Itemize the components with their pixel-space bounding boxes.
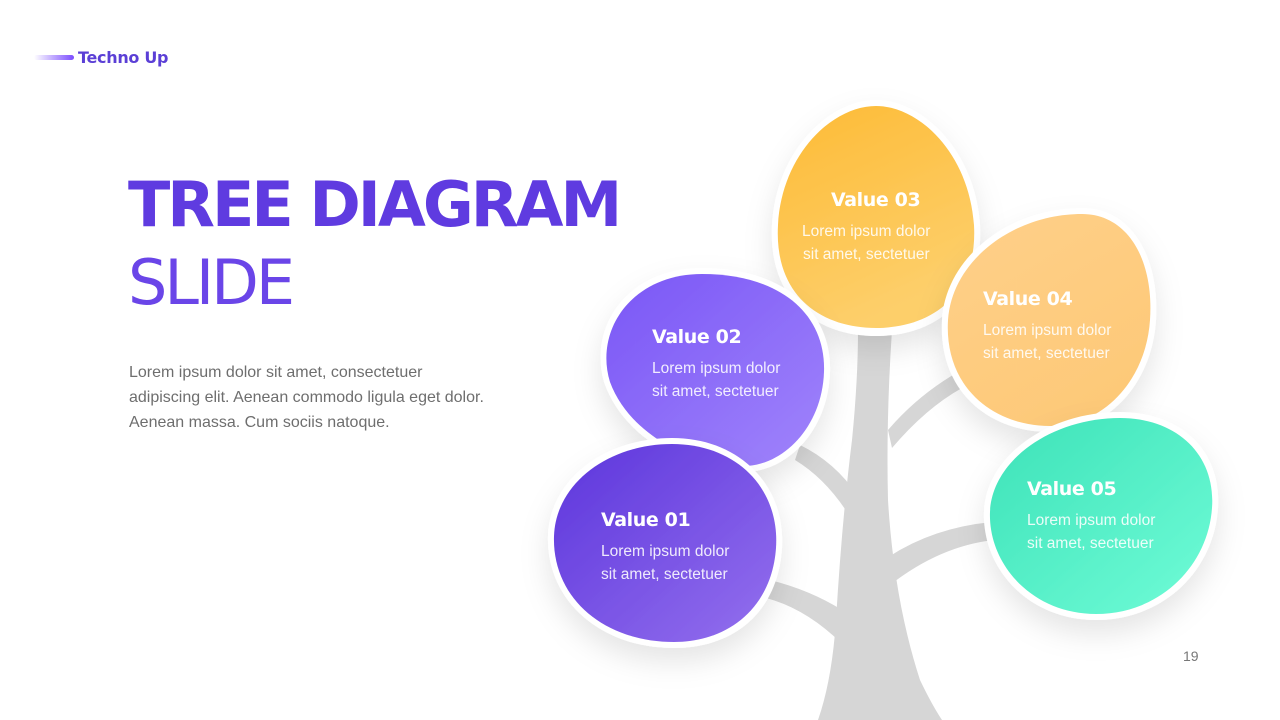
leaf-value-02: Value 02 Lorem ipsum dolor sit amet, sec… xyxy=(600,268,831,472)
brand-name: Techno Up xyxy=(78,48,169,67)
description-line: adipiscing elit. Aenean commodo ligula e… xyxy=(129,389,484,406)
brand: Techno Up xyxy=(34,48,169,67)
leaf-title: Value 03 xyxy=(831,189,920,211)
leaf-value-04: Value 04 Lorem ipsum dolor sit amet, sec… xyxy=(941,208,1157,432)
leaf-text-line: Lorem ipsum dolor xyxy=(601,543,729,560)
tree-trunk xyxy=(766,330,994,720)
leaf-text-line: Lorem ipsum dolor xyxy=(983,322,1111,339)
leaf-value-03: Value 03 Lorem ipsum dolor sit amet, sec… xyxy=(771,100,981,336)
description-line: Aenean massa. Cum sociis natoque. xyxy=(129,414,390,431)
leaf-text-line: sit amet, sectetuer xyxy=(983,345,1110,362)
leaf-text-line: sit amet, sectetuer xyxy=(601,566,728,583)
slide-description: Lorem ipsum dolor sit amet, consectetuer… xyxy=(129,360,529,435)
leaf-text-line: sit amet, sectetuer xyxy=(1027,535,1154,552)
leaf-text-line: sit amet, sectetuer xyxy=(803,246,930,263)
page-number: 19 xyxy=(1183,648,1199,664)
slide-title-line1: TREE DIAGRAM xyxy=(128,168,622,241)
leaf-title: Value 02 xyxy=(652,326,741,348)
leaf-title: Value 04 xyxy=(983,288,1072,310)
leaf-text-line: Lorem ipsum dolor xyxy=(652,360,780,377)
slide-title-line2: SLIDE xyxy=(128,246,295,319)
leaf-text-line: sit amet, sectetuer xyxy=(652,383,779,400)
leaf-text-line: Lorem ipsum dolor xyxy=(1027,512,1155,529)
description-line: Lorem ipsum dolor sit amet, consectetuer xyxy=(129,364,423,381)
leaf-value-05: Value 05 Lorem ipsum dolor sit amet, sec… xyxy=(983,412,1219,620)
leaf-value-01: Value 01 Lorem ipsum dolor sit amet, sec… xyxy=(547,438,783,648)
leaf-title: Value 05 xyxy=(1027,478,1116,500)
leaf-text-line: Lorem ipsum dolor xyxy=(802,223,930,240)
brand-accent-bar xyxy=(34,55,74,60)
leaf-title: Value 01 xyxy=(601,509,690,531)
